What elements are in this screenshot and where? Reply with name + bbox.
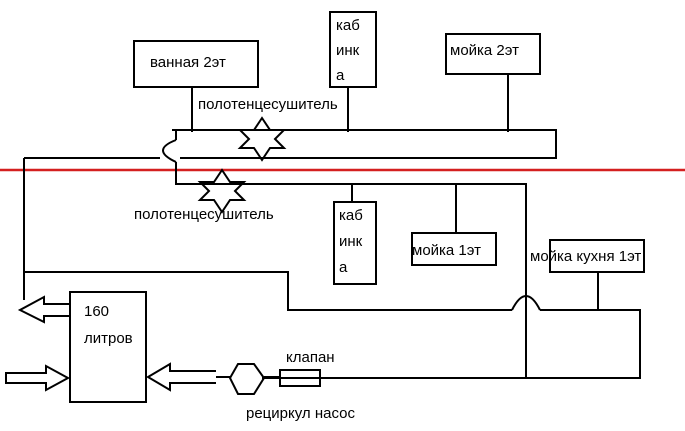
sink-2-fixture: мойка 2эт <box>445 33 541 75</box>
inlet-arrow-icon <box>5 364 71 392</box>
cabin-1-fixture: каб инк а <box>333 201 377 285</box>
cabin-2-label-line2: инк <box>336 42 360 59</box>
tank-160: 160 литров <box>69 291 147 403</box>
cabin-1-label-line1: каб <box>339 207 363 224</box>
valve-label: клапан <box>286 349 335 366</box>
towel-dryer-2-label: полотенцесушитель <box>198 96 338 113</box>
tank-label-line1: 160 <box>84 303 109 320</box>
return-arrow-icon <box>17 272 70 324</box>
pump-label: рециркул насос <box>246 405 355 422</box>
pump-icon <box>228 363 266 395</box>
towel-dryer-1-label: полотенцесушитель <box>134 206 274 223</box>
towel-dryer-1-icon <box>197 168 247 214</box>
sink-1-fixture: мойка 1эт <box>411 232 497 266</box>
bath-2-fixture: ванная 2эт <box>133 40 259 88</box>
sink-2-label: мойка 2эт <box>450 42 519 59</box>
recirc-arrow-icon <box>146 362 216 392</box>
cabin-2-fixture: каб инк а <box>329 11 377 88</box>
cabin-1-label-line3: а <box>339 259 348 276</box>
cabin-2-label-line1: каб <box>336 17 360 34</box>
towel-dryer-2-icon <box>237 116 287 162</box>
kitchen-sink-1-fixture: мойка кухня 1эт <box>530 239 645 273</box>
bath-2-label: ванная 2эт <box>150 54 226 71</box>
cabin-2-label-line3: а <box>336 67 345 84</box>
cabin-1-label-line2: инк <box>339 233 363 250</box>
kitchen-sink-1-label: мойка кухня 1эт <box>530 248 641 265</box>
sink-1-label: мойка 1эт <box>412 242 481 259</box>
tank-label-line2: литров <box>84 330 133 347</box>
